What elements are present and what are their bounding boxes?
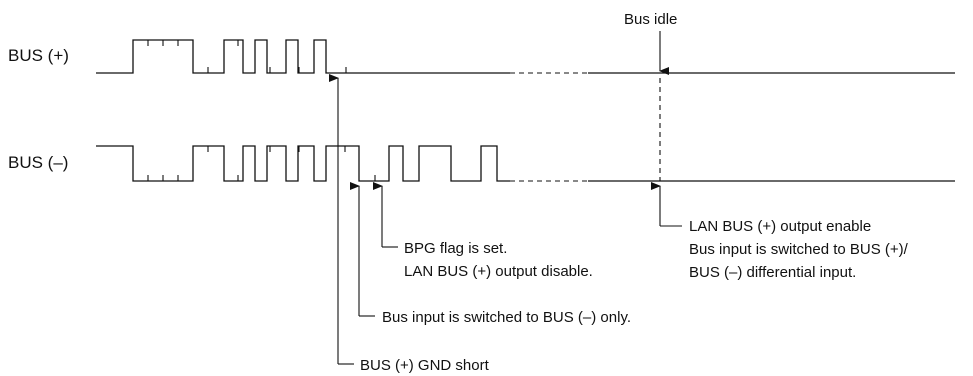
bus-input-switched-label: Bus input is switched to BUS (–) only. — [382, 309, 631, 326]
gnd-short-label: BUS (+) GND short — [360, 357, 490, 374]
bus-plus-label: BUS (+) — [8, 46, 69, 65]
bus-minus-label: BUS (–) — [8, 153, 68, 172]
bus-plus-waveform — [96, 39, 510, 74]
bpg-flag-line1: BPG flag is set. — [404, 240, 507, 257]
lan-enable-line1: LAN BUS (+) output enable — [689, 218, 871, 235]
bpg-flag-line2: LAN BUS (+) output disable. — [404, 263, 593, 280]
lan-enable-line2: Bus input is switched to BUS (+)/ — [689, 241, 909, 258]
bus-minus-waveform — [96, 145, 510, 182]
bus-idle-label: Bus idle — [624, 11, 677, 28]
bus-minus-bit-ticks — [147, 146, 376, 181]
lan-enable-line3: BUS (–) differential input. — [689, 264, 856, 281]
bus-plus-bit-ticks — [147, 40, 347, 73]
